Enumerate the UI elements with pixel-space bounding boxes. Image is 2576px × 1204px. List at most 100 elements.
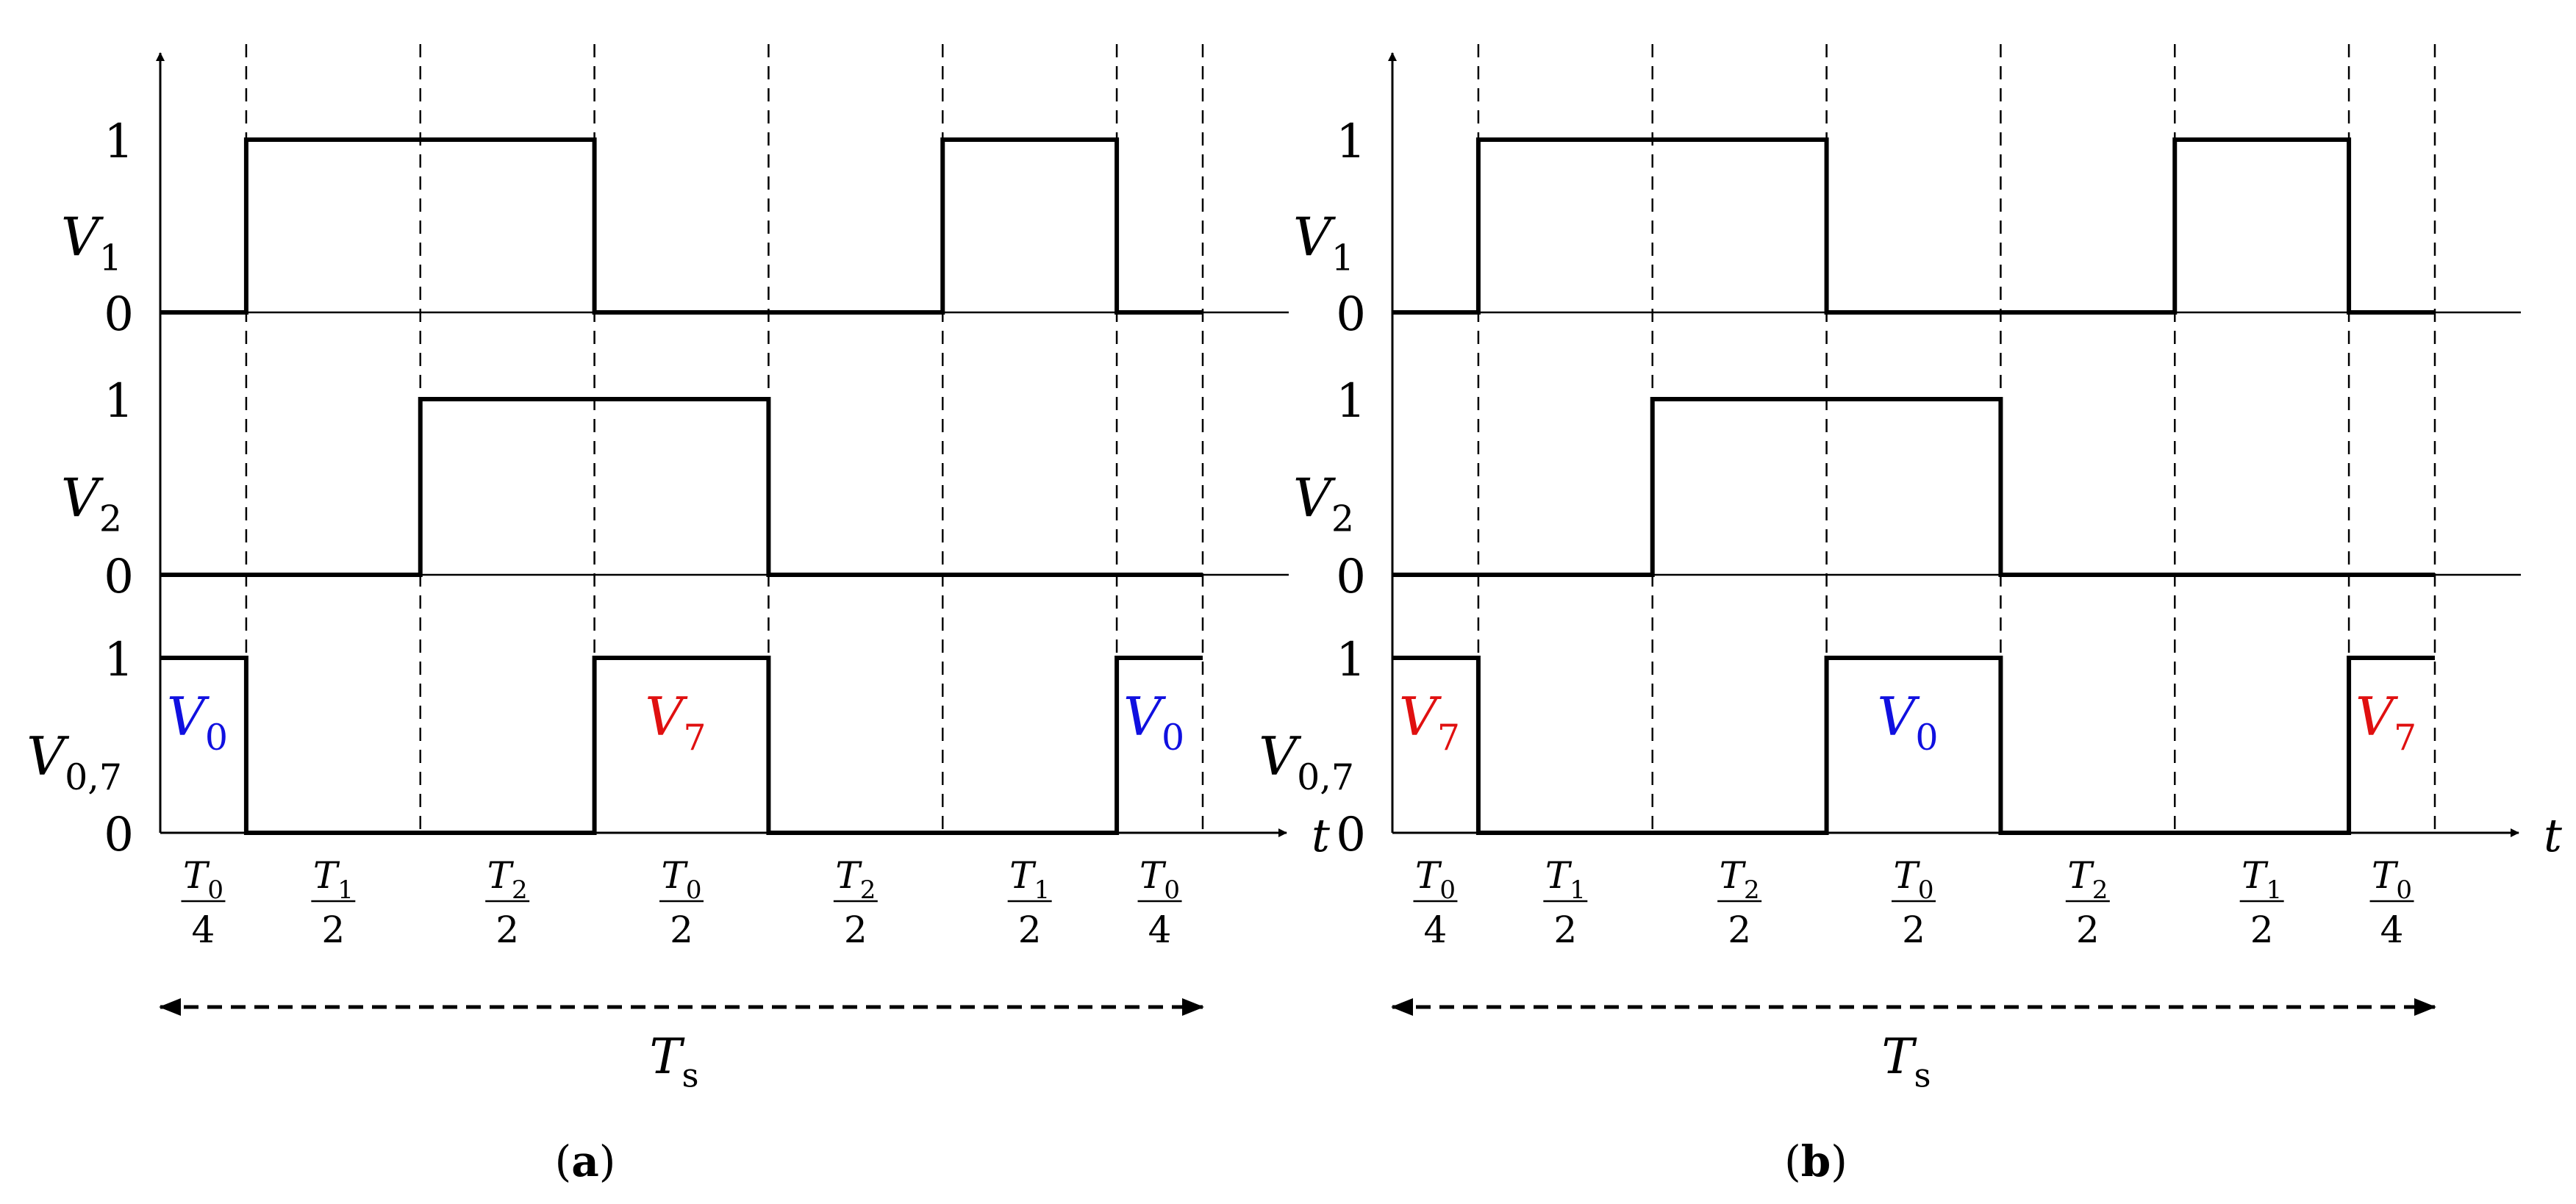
zero-vector-label-main: V (2355, 686, 2399, 748)
fraction-numerator-main: T (662, 854, 689, 897)
interval-duration-label: T04 (1413, 854, 1458, 951)
fraction-denominator: 2 (321, 909, 345, 951)
zero-vector-label-subscript: 0 (1162, 717, 1184, 759)
fraction-numerator-main: T (1894, 854, 1921, 897)
level-high-label: 1 (1336, 115, 1366, 169)
fraction-numerator: T0 (662, 854, 702, 905)
fraction-numerator: T2 (487, 854, 528, 905)
zero-vector-label: V7 (645, 686, 706, 759)
fraction-numerator-main: T (1009, 854, 1037, 897)
zero-vector-label: V0 (167, 686, 228, 759)
level-low-label: 0 (104, 287, 134, 342)
fraction-numerator-subscript: 2 (860, 875, 876, 905)
signal-label-subscript: 2 (1331, 498, 1354, 540)
signal-waveform (1392, 397, 2435, 577)
fraction-numerator-main: T (183, 854, 210, 897)
signal-waveform (1392, 137, 2435, 315)
fraction-numerator-subscript: 2 (2092, 875, 2108, 905)
fraction-numerator-subscript: 1 (1034, 875, 1051, 905)
fraction-numerator: T0 (2372, 854, 2412, 905)
fraction-denominator: 4 (192, 909, 215, 951)
fraction-denominator: 2 (844, 909, 867, 951)
fraction-numerator-subscript: 0 (207, 875, 223, 905)
fraction-numerator-subscript: 1 (337, 875, 354, 905)
fraction-numerator-subscript: 0 (686, 875, 702, 905)
signal-label-main: V (1293, 467, 1337, 529)
fraction-numerator: T1 (313, 854, 354, 905)
signal-label-subscript: 2 (99, 498, 122, 540)
fraction-numerator-subscript: 0 (2396, 875, 2412, 905)
zero-vector-label: V7 (2355, 686, 2416, 759)
interval-duration-label: T04 (2369, 854, 2414, 951)
fraction-denominator: 2 (1018, 909, 1042, 951)
time-axis-label: t (2544, 809, 2562, 862)
fraction-numerator-main: T (487, 854, 515, 897)
level-low-label: 0 (1336, 550, 1366, 604)
zero-vector-label: V0 (1123, 686, 1184, 759)
fraction-numerator: T2 (835, 854, 876, 905)
fraction-numerator-subscript: 2 (1744, 875, 1760, 905)
signal-waveform (160, 397, 1203, 577)
fraction-numerator-subscript: 1 (1570, 875, 1586, 905)
level-high-label: 1 (1336, 374, 1366, 429)
period-label-main: T (1881, 1028, 1917, 1085)
period-label: Ts (649, 1028, 698, 1094)
signal-label-main: V (1259, 725, 1302, 787)
zero-vector-label-main: V (1123, 686, 1167, 748)
fraction-denominator: 2 (2076, 909, 2100, 951)
zero-vector-label-subscript: 0 (205, 717, 228, 759)
interval-duration-label: T04 (1137, 854, 1182, 951)
fraction-numerator: T0 (1139, 854, 1180, 905)
level-low-label: 0 (1336, 287, 1366, 342)
fraction-numerator-subscript: 0 (1918, 875, 1934, 905)
fraction-denominator: 2 (495, 909, 519, 951)
interval-duration-label: T22 (833, 854, 878, 951)
interval-duration-label: T12 (311, 854, 356, 951)
fraction-numerator-subscript: 2 (512, 875, 528, 905)
interval-duration-label: T22 (2065, 854, 2110, 951)
interval-duration-label: T22 (485, 854, 530, 951)
fraction-numerator-main: T (2067, 854, 2094, 897)
signal-label-subscript: 1 (1331, 237, 1354, 279)
panel-caption: (a) (555, 1136, 616, 1186)
fraction-denominator: 2 (1902, 909, 1925, 951)
interval-duration-label: T04 (181, 854, 226, 951)
level-high-label: 1 (104, 633, 134, 687)
signal-label-subscript: 1 (99, 237, 122, 279)
fraction-numerator-main: T (1415, 854, 1442, 897)
zero-vector-label-subscript: 0 (1915, 717, 1938, 759)
caption-letter: a (571, 1136, 599, 1186)
signal-label: V1 (1293, 207, 1354, 279)
signal-label: V0,7 (26, 725, 122, 798)
signal-label: V0,7 (1259, 725, 1354, 798)
signal-waveform (160, 137, 1203, 315)
fraction-numerator-main: T (1139, 854, 1167, 897)
fraction-numerator: T2 (1720, 854, 1760, 905)
time-axis-label: t (1312, 809, 1330, 862)
zero-vector-label-main: V (645, 686, 688, 748)
period-label-main: T (649, 1028, 685, 1085)
interval-duration-label: T02 (1892, 854, 1936, 951)
fraction-numerator: T0 (1894, 854, 1934, 905)
level-high-label: 1 (104, 374, 134, 429)
fraction-denominator: 4 (1424, 909, 1448, 951)
interval-duration-label: T1 2 (1007, 854, 1052, 951)
signal-label-main: V (1293, 207, 1337, 268)
fraction-numerator-main: T (2242, 854, 2269, 897)
fraction-numerator-main: T (313, 854, 340, 897)
fraction-denominator: 4 (1148, 909, 1172, 951)
interval-duration-label: T12 (2239, 854, 2284, 951)
fraction-numerator: T0 (183, 854, 223, 905)
level-low-label: 0 (104, 808, 134, 862)
fraction-numerator-subscript: 1 (2266, 875, 2283, 905)
signal-label-main: V (26, 725, 70, 787)
fraction-numerator-main: T (835, 854, 862, 897)
signal-waveform (1392, 656, 2435, 835)
caption-letter: b (1801, 1136, 1831, 1186)
zero-vector-label-subscript: 7 (1437, 717, 1460, 759)
signal-label-main: V (61, 467, 104, 529)
fraction-numerator: T0 (1415, 854, 1456, 905)
caption-close-paren: ) (599, 1136, 616, 1186)
